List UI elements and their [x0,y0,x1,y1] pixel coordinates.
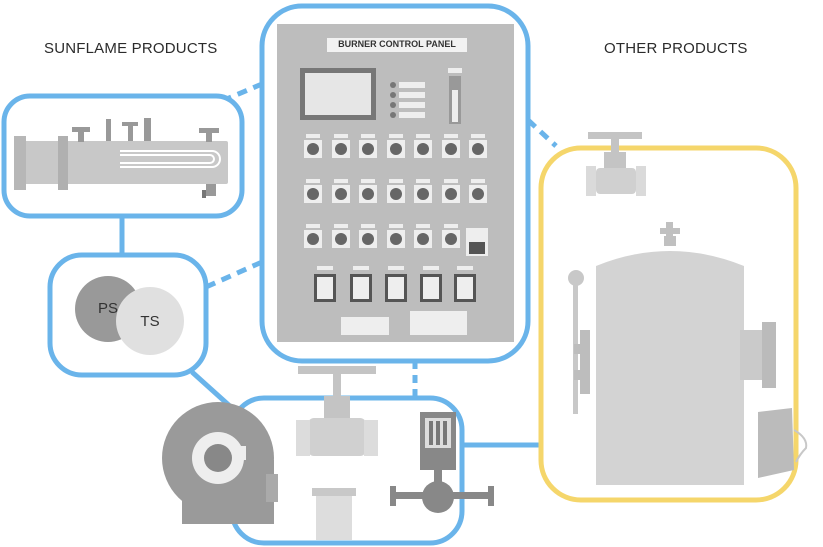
control-knob [472,188,484,200]
control-knob [472,143,484,155]
ts-label: TS [140,313,160,330]
indicator-lights [390,82,425,118]
push-button [423,277,439,299]
knob-label-plate [444,179,458,183]
control-knob [445,233,457,245]
immersion-heater [14,118,228,198]
burner-control-panel-box [259,3,531,364]
control-knob [307,233,319,245]
button-label-plate [457,266,473,270]
ps-ts-switch-box [47,252,209,378]
pipe-section [312,488,356,540]
control-knob [362,233,374,245]
control-knob [335,188,347,200]
knob-label-plate [361,179,375,183]
control-knob [445,188,457,200]
immersion-heater-box [1,93,245,219]
temperature-switch-circle [116,287,184,355]
connectors [119,81,558,448]
knob-label-plate [306,134,320,138]
control-knob [307,188,319,200]
knob-label-plate [416,134,430,138]
push-button [353,277,369,299]
knob-label-plate [416,179,430,183]
control-knob [390,188,402,200]
button-label-plate [353,266,369,270]
push-button [457,277,473,299]
control-knob [417,143,429,155]
ps-label: PS [97,300,118,317]
knob-label-plate [361,134,375,138]
gas-valve [296,366,378,456]
knob-label-plate [444,134,458,138]
push-button [388,277,404,299]
knob-label-plate [361,224,375,228]
control-knob [445,143,457,155]
control-knob [307,143,319,155]
button-label-plate [388,266,404,270]
control-knob [362,143,374,155]
button-label-plate [317,266,333,270]
panel-title-plate [327,38,467,52]
control-knob [390,143,402,155]
knob-label-plate [334,179,348,183]
other-products-label: OTHER PRODUCTS [604,40,748,57]
knob-label-plate [416,224,430,228]
control-knob [390,233,402,245]
panel-title: BURNER CONTROL PANEL [338,39,456,49]
button-label-plate [423,266,439,270]
panel-display [305,73,371,115]
blower-valve-box [162,366,494,546]
sunflame-products-label: SUNFLAME PRODUCTS [44,40,218,57]
control-knob [362,188,374,200]
knob-label-plate [334,224,348,228]
boiler-vessel [568,222,808,485]
knob-rows [304,134,487,248]
control-knob [417,233,429,245]
steam-valve [586,132,646,196]
push-buttons [314,266,476,302]
knob-label-plate [306,179,320,183]
knob-label-plate [471,134,485,138]
knob-label-plate [389,134,403,138]
knob-label-plate [444,224,458,228]
knob-label-plate [389,179,403,183]
combustion-blower [162,402,278,524]
knob-label-plate [334,134,348,138]
control-knob [335,143,347,155]
solenoid-valve [390,412,494,513]
boiler-box [538,132,808,503]
control-knob [417,188,429,200]
knob-label-plate [306,224,320,228]
knob-label-plate [471,179,485,183]
knob-label-plate [389,224,403,228]
control-knob [335,233,347,245]
push-button [317,277,333,299]
